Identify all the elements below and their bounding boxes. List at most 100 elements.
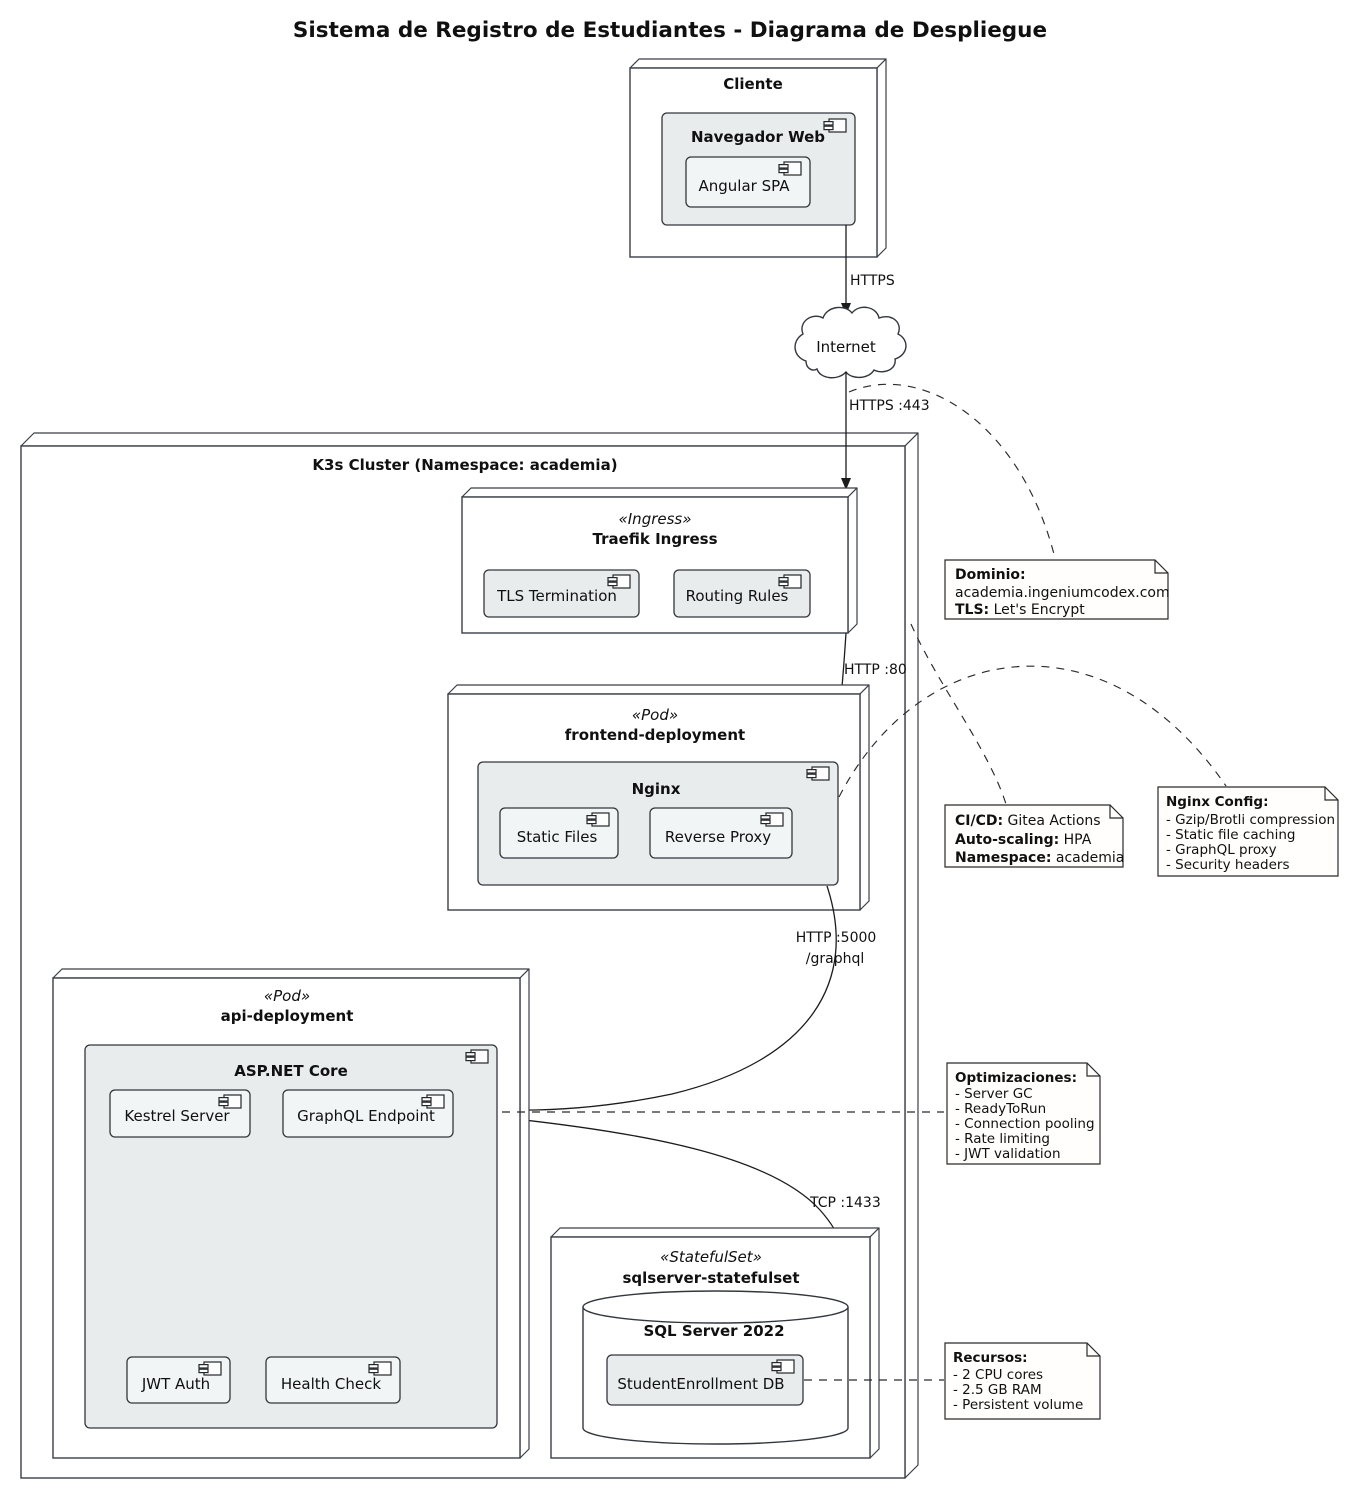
note-nginx-config: Nginx Config: - Gzip/Brotli compression … xyxy=(1157,786,1339,877)
angular-spa-label: Angular SPA xyxy=(699,177,791,195)
note-fold xyxy=(1086,1343,1100,1357)
tether-dominio-note xyxy=(848,383,1056,559)
note-fold xyxy=(1154,560,1168,574)
edge-http-5000-sublabel: /graphql xyxy=(806,951,864,967)
node-sqlserver-statefulset: «StatefulSet» sqlserver-statefulset SQL … xyxy=(550,1227,880,1459)
note-dominio-domain: academia.ingeniumcodex.com xyxy=(955,585,1170,601)
note-optimizaciones-item: - JWT validation xyxy=(955,1146,1061,1162)
note-optimizaciones-shape xyxy=(946,1062,1101,1165)
api-stereotype: «Pod» xyxy=(264,987,310,1005)
edge-tcp-1433-label: TCP :1433 xyxy=(809,1195,881,1211)
jwt-auth-label: JWT Auth xyxy=(141,1375,210,1393)
cliente-label: Cliente xyxy=(723,75,783,93)
frontend-label: frontend-deployment xyxy=(565,726,745,744)
diagram-title: Sistema de Registro de Estudiantes - Dia… xyxy=(293,18,1047,43)
note-cicd: CI/CD: Gitea Actions Auto-scaling: HPA N… xyxy=(944,804,1124,868)
note-fold xyxy=(1109,805,1123,819)
component-health-check xyxy=(265,1356,401,1404)
cliente-top-face xyxy=(629,58,887,69)
note-recursos-item: - 2 CPU cores xyxy=(953,1367,1043,1383)
component-kestrel-server xyxy=(109,1089,251,1138)
health-check-label: Health Check xyxy=(281,1375,381,1393)
note-recursos: Recursos: - 2 CPU cores - 2.5 GB RAM - P… xyxy=(944,1342,1101,1420)
note-cicd-line1: CI/CD: Gitea Actions xyxy=(955,813,1101,829)
k3s-cluster-right-face xyxy=(904,432,919,1479)
traefik-label: Traefik Ingress xyxy=(592,530,717,548)
statefulset-top-face xyxy=(550,1227,880,1238)
k3s-cluster-top-face xyxy=(20,432,919,447)
tether-nginx-config-note xyxy=(838,665,1227,798)
static-files-label: Static Files xyxy=(517,828,598,846)
note-dominio-tls: TLS: Let's Encrypt xyxy=(955,602,1085,618)
note-cicd-line3: Namespace: academia xyxy=(955,850,1124,866)
api-right-face xyxy=(519,968,530,1459)
internet-label: Internet xyxy=(816,338,876,356)
routing-rules-label: Routing Rules xyxy=(686,587,789,605)
note-dominio-shape xyxy=(944,559,1169,620)
api-top-face xyxy=(52,968,530,979)
note-recursos-title: Recursos: xyxy=(953,1350,1028,1366)
graphql-endpoint-label: GraphQL Endpoint xyxy=(297,1107,435,1125)
tether-cicd-note xyxy=(910,623,1007,805)
k3s-cluster-label: K3s Cluster (Namespace: academia) xyxy=(312,456,617,474)
edge-http-5000-label: HTTP :5000 xyxy=(796,930,877,946)
aspnet-core-label: ASP.NET Core xyxy=(234,1062,348,1080)
note-recursos-item: - 2.5 GB RAM xyxy=(953,1382,1042,1398)
component-tls-termination xyxy=(483,569,640,618)
navegador-web-label: Navegador Web xyxy=(691,128,825,146)
note-recursos-shape xyxy=(944,1342,1101,1420)
note-nginx-config-item: - GraphQL proxy xyxy=(1166,842,1277,858)
api-label: api-deployment xyxy=(221,1007,354,1025)
statefulset-label: sqlserver-statefulset xyxy=(622,1269,799,1287)
note-optimizaciones: Optimizaciones: - Server GC - ReadyToRun… xyxy=(946,1062,1101,1165)
note-optimizaciones-item: - Rate limiting xyxy=(955,1131,1050,1147)
statefulset-stereotype: «StatefulSet» xyxy=(660,1248,762,1266)
frontend-top-face xyxy=(447,684,870,695)
component-graphql-endpoint xyxy=(282,1089,454,1138)
nginx-label: Nginx xyxy=(632,780,681,798)
frontend-stereotype: «Pod» xyxy=(632,706,678,724)
edge-https-443-label: HTTPS :443 xyxy=(849,398,930,414)
note-optimizaciones-item: - Connection pooling xyxy=(955,1116,1095,1132)
note-recursos-item: - Persistent volume xyxy=(953,1397,1083,1413)
component-aspnet-core xyxy=(84,1044,498,1429)
node-api-deployment: «Pod» api-deployment ASP.NET Core Kestre… xyxy=(52,968,530,1459)
note-nginx-config-item: - Security headers xyxy=(1166,857,1289,873)
tls-termination-label: TLS Termination xyxy=(496,587,617,605)
component-reverse-proxy xyxy=(649,807,793,859)
kestrel-server-label: Kestrel Server xyxy=(124,1107,230,1125)
note-fold xyxy=(1086,1063,1100,1077)
component-routing-rules xyxy=(673,569,811,618)
note-cicd-line2: Auto-scaling: HPA xyxy=(955,832,1092,848)
internet-cloud-shape xyxy=(794,306,907,379)
traefik-stereotype: «Ingress» xyxy=(619,510,692,528)
note-optimizaciones-item: - Server GC xyxy=(955,1086,1033,1102)
component-student-enrollment-db xyxy=(606,1354,804,1406)
note-dominio: Dominio: academia.ingeniumcodex.com TLS:… xyxy=(944,559,1170,620)
node-frontend-deployment: «Pod» frontend-deployment Nginx Static F… xyxy=(447,684,870,911)
edge-https-label: HTTPS xyxy=(850,273,895,289)
note-cicd-shape xyxy=(944,804,1124,868)
edge-http-80-label: HTTP :80 xyxy=(844,662,907,678)
student-enrollment-db-label: StudentEnrollment DB xyxy=(617,1375,784,1393)
note-dominio-title: Dominio: xyxy=(955,567,1026,583)
statefulset-right-face xyxy=(869,1227,880,1459)
sql-server-label: SQL Server 2022 xyxy=(643,1322,784,1340)
traefik-right-face xyxy=(847,487,858,634)
note-nginx-config-item: - Gzip/Brotli compression xyxy=(1166,812,1335,828)
note-nginx-config-shape xyxy=(1157,786,1339,877)
node-internet-cloud: Internet xyxy=(794,306,907,379)
reverse-proxy-label: Reverse Proxy xyxy=(665,828,771,846)
edge-http-5000 xyxy=(505,885,837,1116)
traefik-top-face xyxy=(461,487,858,498)
note-nginx-config-item: - Static file caching xyxy=(1166,827,1295,843)
frontend-right-face xyxy=(859,684,870,911)
note-fold xyxy=(1324,787,1338,801)
note-nginx-config-title: Nginx Config: xyxy=(1166,794,1268,810)
note-optimizaciones-item: - ReadyToRun xyxy=(955,1101,1046,1117)
node-traefik-ingress: «Ingress» Traefik Ingress TLS Terminatio… xyxy=(461,487,858,634)
node-cliente: Cliente Navegador Web Angular SPA xyxy=(629,58,887,258)
sqlserver-cylinder-top xyxy=(582,1290,849,1324)
